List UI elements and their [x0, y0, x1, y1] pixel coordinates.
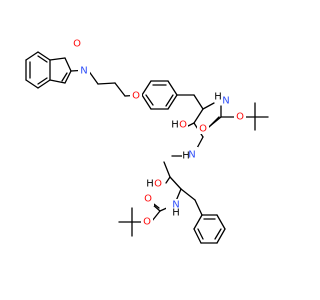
oxazole-nitrogen: N	[80, 66, 87, 77]
carbamate1-ester-oxygen: O	[236, 112, 244, 123]
carbamate2-ester-oxygen: O	[143, 217, 151, 228]
phenyl-ring-top	[141, 80, 178, 110]
molecule-structure: N O O H N O O H O N H H O N H O O	[25, 38, 269, 244]
carbamate1-nh-nitrogen: N	[222, 96, 229, 107]
benzoxazole-ring	[25, 51, 72, 89]
hydroxyl2-oxygen: O	[154, 179, 162, 190]
phenyl-ring-bottom	[193, 199, 226, 244]
amine-nitrogen: N	[188, 150, 195, 161]
oxazole-oxygen: O	[73, 39, 81, 50]
hydroxyl1-hydrogen: H	[171, 120, 179, 131]
ether-oxygen: O	[132, 91, 140, 102]
hydroxyl1-oxygen: O	[179, 120, 187, 131]
carbamate1-carbonyl-oxygen: O	[199, 124, 207, 135]
carbamate2-nh-nitrogen: N	[172, 200, 179, 211]
carbamate1-nh-hydrogen: H	[214, 92, 222, 103]
amine-hydrogen: H	[182, 151, 190, 162]
carbamate2-carbonyl-oxygen: O	[144, 194, 152, 205]
carbamate2-nh-hydrogen: H	[172, 208, 180, 219]
upper-boc-group	[207, 102, 269, 131]
hydroxyl2-hydrogen: H	[146, 179, 154, 190]
atom-labels: N O O H N O O H O N H H O N H O O	[71, 38, 246, 228]
lower-chain	[163, 155, 196, 202]
